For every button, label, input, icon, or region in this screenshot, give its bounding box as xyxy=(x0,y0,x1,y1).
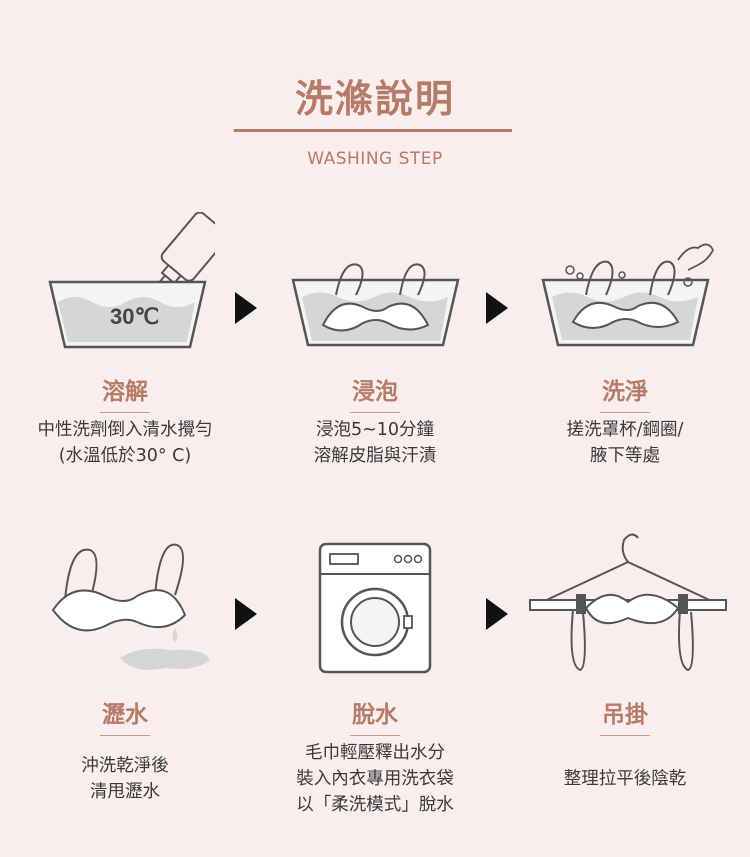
arrow-icon-3 xyxy=(235,598,257,630)
step-spin: 脫水 毛巾輕壓釋出水分 裝入內衣專用洗衣袋 以「柔洗模式」脫水 xyxy=(250,695,500,818)
basin-bra-wash-illustration xyxy=(541,243,715,347)
step-divider xyxy=(100,412,150,413)
detergent-bottle-icon xyxy=(158,212,215,289)
title-divider xyxy=(234,129,512,132)
step-title: 脫水 xyxy=(352,702,398,728)
page-title: 洗滌說明 xyxy=(294,77,455,121)
bra-dripping-illustration xyxy=(51,543,210,671)
step-title: 洗淨 xyxy=(602,379,648,405)
hand-icon xyxy=(677,243,715,271)
step-divider xyxy=(600,735,650,736)
step-dissolve: 溶解 中性洗劑倒入清水攪勻 (水溫低於30° C) xyxy=(0,372,250,469)
step-title: 吊掛 xyxy=(602,702,648,728)
arrow-icon-1 xyxy=(235,292,257,324)
step-description: 中性洗劑倒入清水攪勻 (水溫低於30° C) xyxy=(37,420,213,466)
step-divider xyxy=(100,735,150,736)
temperature-badge: 30℃ xyxy=(110,304,159,329)
step-title: 浸泡 xyxy=(352,379,398,405)
step-description: 浸泡5~10分鐘 溶解皮脂與汗漬 xyxy=(313,420,437,466)
step-divider xyxy=(350,412,400,413)
step-title: 溶解 xyxy=(102,379,148,405)
step-title: 瀝水 xyxy=(102,702,148,728)
page-subtitle: WASHING STEP xyxy=(307,149,443,169)
step-description: 搓洗罩杯/鋼圈/ 腋下等處 xyxy=(566,420,684,466)
washing-machine-illustration xyxy=(318,542,432,674)
step-description: 毛巾輕壓釋出水分 裝入內衣專用洗衣袋 以「柔洗模式」脫水 xyxy=(296,743,454,815)
basin-bra-soak-illustration xyxy=(291,263,460,347)
arrow-icon-4 xyxy=(486,598,508,630)
step-divider xyxy=(600,412,650,413)
arrow-icon-2 xyxy=(486,292,508,324)
basin-detergent-illustration: 30℃ xyxy=(48,212,215,349)
step-hang: 吊掛 整理拉平後陰乾 xyxy=(500,695,750,792)
step-wash: 洗淨 搓洗罩杯/鋼圈/ 腋下等處 xyxy=(500,372,750,469)
step-divider xyxy=(350,735,400,736)
step-drain: 瀝水 沖洗乾淨後 清甩瀝水 xyxy=(0,695,250,805)
bra-on-hanger-illustration xyxy=(529,533,727,672)
step-description: 沖洗乾淨後 清甩瀝水 xyxy=(81,756,169,802)
step-description: 整理拉平後陰乾 xyxy=(563,769,687,789)
step-soak: 浸泡 浸泡5~10分鐘 溶解皮脂與汗漬 xyxy=(250,372,500,469)
